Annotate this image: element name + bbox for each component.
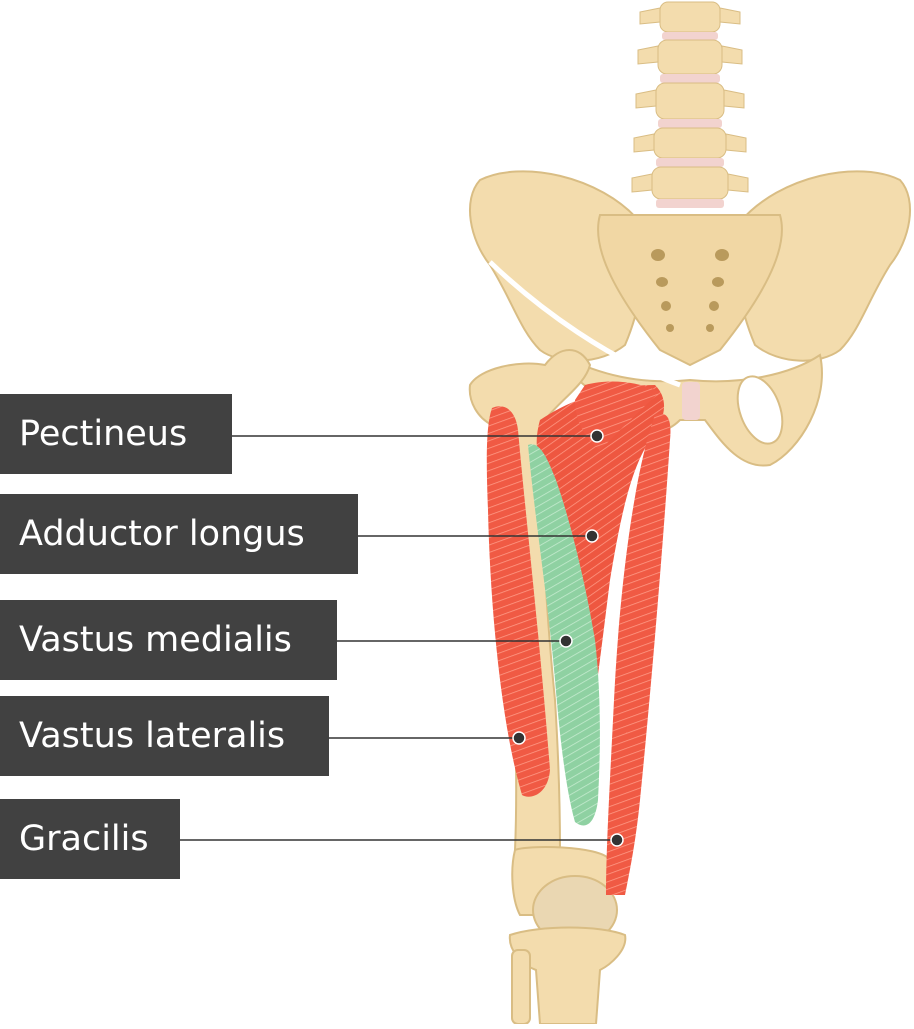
gracilis-muscle [606,413,671,895]
disc [662,32,718,40]
sacrum [597,214,783,367]
vertebra [637,39,743,75]
label-vastus-lateralis: Vastus lateralis [0,696,329,776]
pubic-symphysis [682,382,700,420]
inguinal-ligament [488,260,681,388]
disc [656,158,724,167]
sacral-foramina [651,249,729,332]
pectineus-dot [590,429,604,443]
muscles [486,381,671,895]
vastus-lateralis-dot [512,731,526,745]
vastus-medialis-dot [559,634,573,648]
fibula [511,949,531,1025]
label-gracilis: Gracilis [0,799,180,879]
leader-lines [180,435,617,841]
gracilis-dot [610,833,624,847]
disc [658,119,722,128]
spine [631,1,749,208]
vertebra [633,127,747,159]
label-pectineus: Pectineus [0,394,232,474]
obturator-foramen [736,375,784,445]
leader-dots [512,429,624,847]
vertebra [631,166,749,200]
label-adductor-longus: Adductor longus [0,494,358,574]
adductor-longus-muscle [536,385,665,690]
disc [656,199,724,208]
vastus-lateralis-muscle [486,406,550,797]
label-vastus-medialis: Vastus medialis [0,600,337,680]
disc [660,74,720,83]
adductor-longus-dot [585,529,599,543]
vertebra [639,1,741,33]
vertebra [635,82,745,120]
